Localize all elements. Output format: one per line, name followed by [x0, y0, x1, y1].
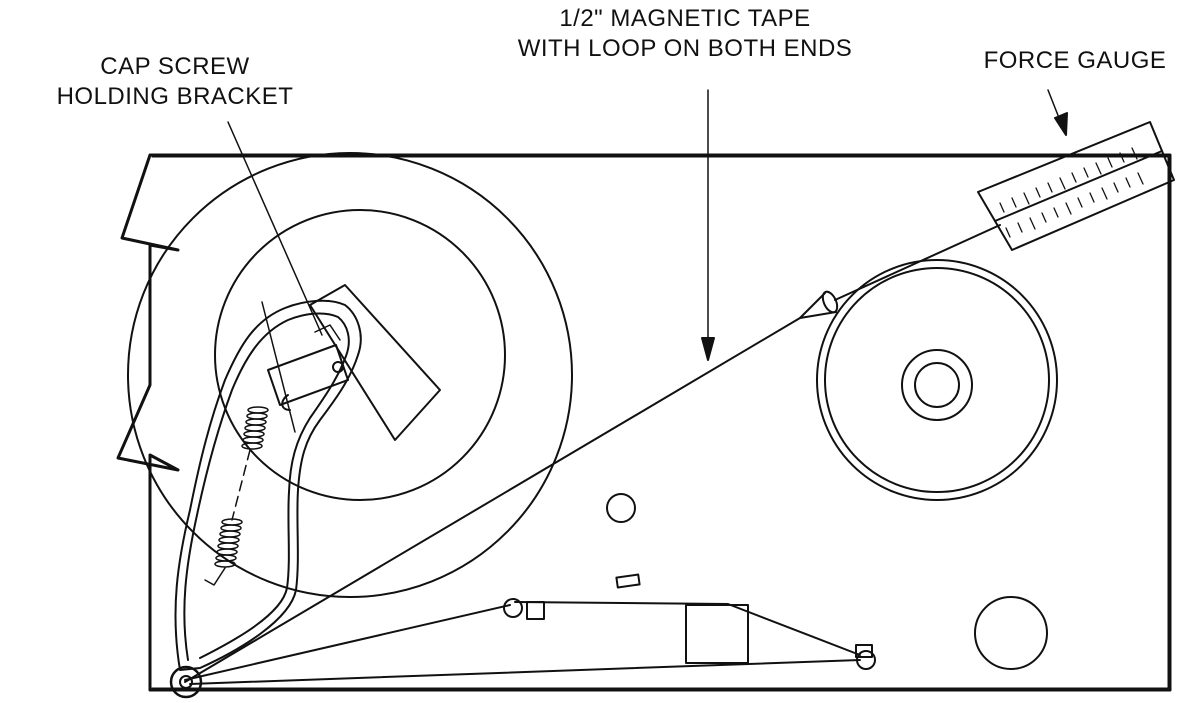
tension-arm-pivot-outer	[171, 667, 201, 697]
spring-rod	[232, 450, 250, 520]
cap-screw-label-line1: CAP SCREW	[100, 53, 250, 80]
spring-hook-lower	[205, 568, 225, 585]
cap-screw-label-line2: HOLDING BRACKET	[56, 83, 294, 110]
tension-arm-pivot-inner	[180, 676, 192, 688]
tape-return-path	[190, 660, 860, 684]
takeup-reel-ring	[825, 268, 1049, 492]
gauge-leader-arrowhead	[1055, 113, 1067, 135]
cap-screw-label: CAP SCREW HOLDING BRACKET	[30, 52, 320, 112]
roller-guide-right	[857, 651, 875, 669]
roller-guide-left	[504, 599, 522, 617]
force-gauge-ticks	[1000, 148, 1143, 237]
tension-arm-plate	[268, 345, 348, 405]
magnetic-tape-label-line2: WITH LOOP ON BOTH ENDS	[517, 35, 853, 62]
capstan-small	[607, 494, 635, 522]
takeup-reel-hub-outer	[902, 350, 972, 420]
tape-lower-path	[185, 605, 510, 680]
force-gauge-body	[978, 122, 1174, 250]
takeup-reel-outer	[817, 260, 1057, 500]
head-block	[686, 605, 748, 663]
tension-arm-cutaway	[175, 301, 360, 670]
cap-screw	[333, 362, 343, 372]
spring-lower	[215, 519, 242, 567]
deck-panel-outline	[118, 155, 1170, 690]
magnetic-tape	[835, 225, 1000, 300]
magnetic-tape-label: 1/2" MAGNETIC TAPE WITH LOOP ON BOTH END…	[450, 4, 920, 64]
supply-reel-outer	[128, 153, 572, 597]
magnetic-tape-long	[185, 318, 800, 682]
small-guide	[616, 575, 639, 588]
tape-loop-funnel	[800, 293, 836, 318]
magnetic-tape-label-line1: 1/2" MAGNETIC TAPE	[559, 5, 811, 32]
supply-reel-hub	[215, 210, 505, 500]
force-gauge-label-text: FORCE GAUGE	[983, 47, 1167, 74]
tape-leader-arrowhead	[702, 338, 714, 360]
deck-panel-outline-inner	[152, 157, 1168, 688]
pinch-roller	[975, 597, 1047, 669]
cap-screw-leader	[228, 122, 322, 335]
guide-block-left	[527, 602, 544, 619]
tape-loop-top	[820, 289, 840, 314]
takeup-reel-hub-inner	[915, 363, 959, 407]
spring-upper	[242, 407, 268, 449]
force-gauge-center-line	[995, 151, 1162, 221]
tension-arm-cutaway-inner	[184, 313, 348, 660]
hub-plate	[310, 285, 440, 440]
tape-guide-path	[515, 602, 860, 655]
force-gauge-label: FORCE GAUGE	[970, 46, 1180, 76]
bracket-wire	[262, 302, 295, 432]
guide-block-right	[856, 645, 872, 657]
